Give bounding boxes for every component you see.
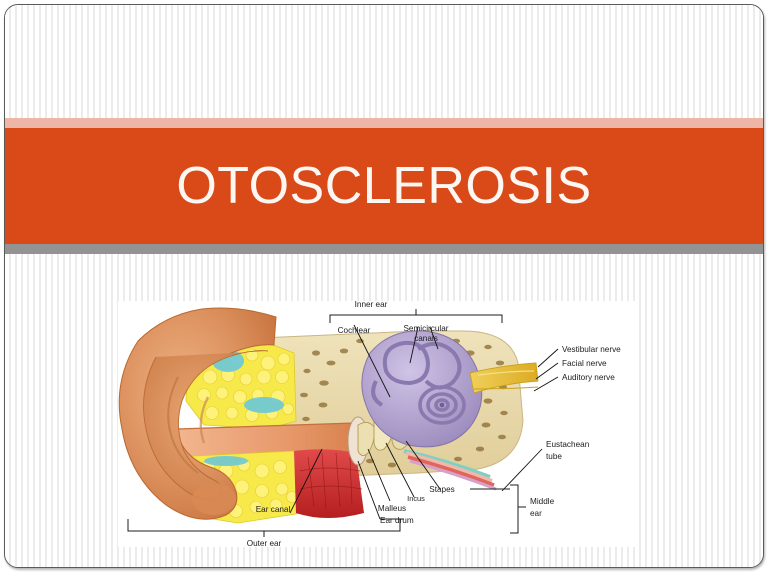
outer-ear-bracket: [127, 519, 401, 537]
label-malleus: Malleus: [378, 504, 406, 513]
leader-lines: [289, 324, 559, 520]
label-ear-drum: Ear drum: [380, 516, 414, 525]
slide-canvas: OTOSCLEROSIS: [4, 4, 764, 568]
label-semicircular-canals-line2: canals: [414, 334, 438, 343]
eustachian-tube: [403, 449, 497, 491]
middle-ear-bracket: [510, 484, 526, 534]
ossicles-group: [347, 416, 411, 466]
label-eustachean-tube-line2: tube: [546, 452, 562, 461]
inner-ear-bracket: [329, 309, 503, 323]
ear-anatomy-diagram: Inner ear Cochlear Semicircular canals V…: [118, 301, 636, 547]
label-middle-ear-line1: Middle: [530, 497, 555, 506]
inner-ear-group: [361, 330, 483, 448]
label-semicircular-canals-line1: Semicircular: [403, 324, 448, 333]
label-inner-ear: Inner ear: [355, 301, 388, 309]
mastoid-tissue: [294, 449, 364, 518]
label-incus: Incus: [407, 494, 425, 503]
fat-tissue-upper: [185, 342, 297, 430]
label-outer-ear: Outer ear: [247, 539, 282, 547]
pinna-outer-ear: [118, 307, 277, 520]
label-facial-nerve: Facial nerve: [562, 359, 607, 368]
label-auditory-nerve: Auditory nerve: [562, 373, 615, 382]
title-band: OTOSCLEROSIS: [5, 118, 763, 254]
nerve-bundle: [469, 362, 539, 394]
title-band-bottom-accent: [5, 244, 763, 254]
title-band-fill: [5, 128, 763, 244]
label-ear-canal: Ear canal: [256, 505, 291, 514]
label-eustachean-tube-line1: Eustachean: [546, 440, 590, 449]
title-band-top-accent: [5, 118, 763, 128]
malleus-shape: [357, 422, 375, 456]
label-middle-ear-line2: ear: [530, 509, 542, 518]
label-stapes: Stapes: [429, 485, 455, 494]
page-title: OTOSCLEROSIS: [176, 157, 592, 215]
label-vestibular-nerve: Vestibular nerve: [562, 345, 621, 354]
label-cochlear: Cochlear: [338, 326, 371, 335]
